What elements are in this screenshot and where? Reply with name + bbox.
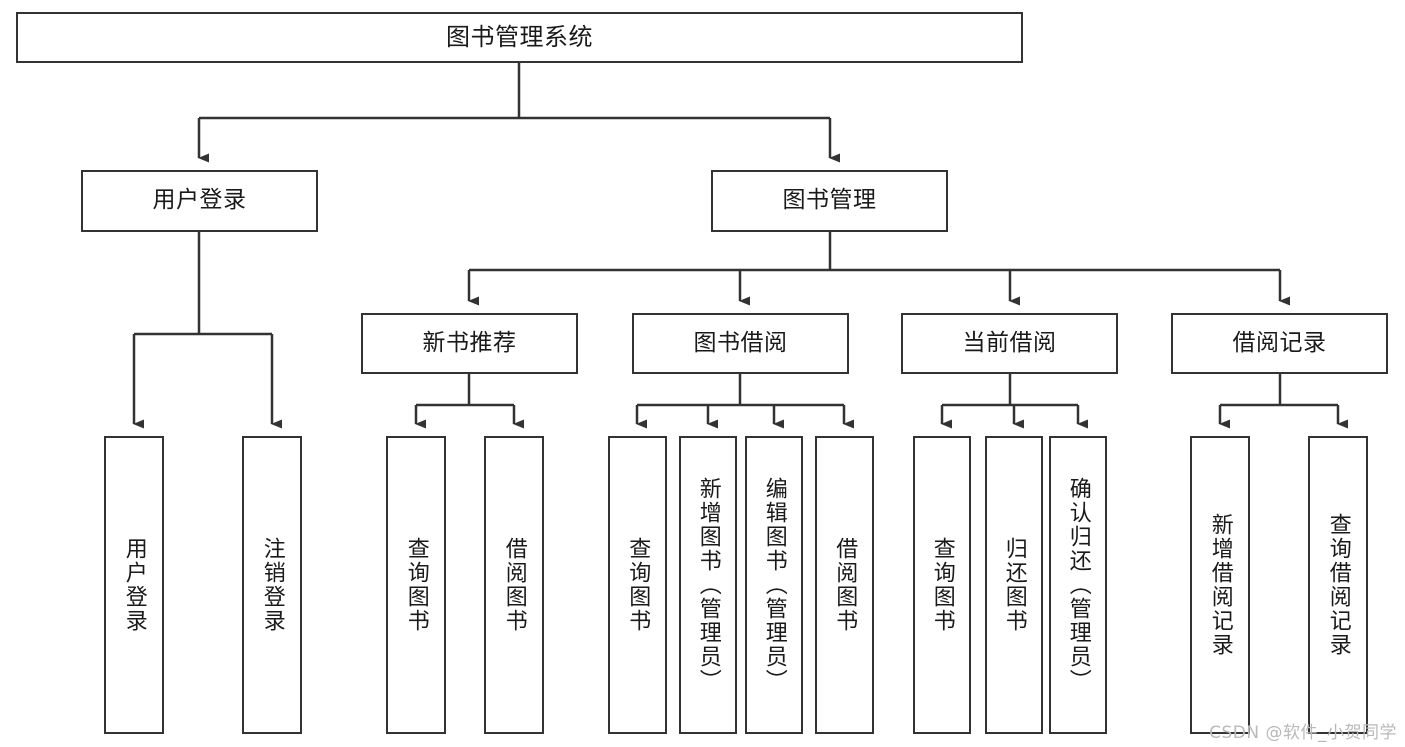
node-leaf-borrow-book-label: 借阅图书 — [832, 537, 858, 633]
node-leaf-edit-book-label: 编辑图书（管理员） — [761, 477, 787, 693]
node-book-manage[interactable]: 图书管理 — [711, 170, 948, 232]
node-user-login[interactable]: 用户登录 — [81, 170, 318, 232]
node-leaf-borrow-book-recommend-label: 借阅图书 — [501, 537, 527, 633]
node-root-label: 图书管理系统 — [446, 23, 593, 52]
node-leaf-confirm-return-label: 确认归还（管理员） — [1065, 477, 1091, 693]
node-leaf-user-login-label: 用户登录 — [121, 537, 147, 633]
node-leaf-return-book[interactable]: 归还图书 — [985, 436, 1043, 734]
node-leaf-add-borrow-record[interactable]: 新增借阅记录 — [1190, 436, 1250, 734]
node-current-borrow-label: 当前借阅 — [962, 329, 1057, 356]
node-leaf-query-book-borrow[interactable]: 查询图书 — [608, 436, 667, 734]
node-leaf-add-borrow-record-label: 新增借阅记录 — [1207, 513, 1233, 657]
node-current-borrow[interactable]: 当前借阅 — [901, 313, 1118, 374]
node-leaf-borrow-book[interactable]: 借阅图书 — [815, 436, 874, 734]
csdn-watermark: CSDN @软件_小贺同学 — [1209, 723, 1397, 743]
node-leaf-logout[interactable]: 注销登录 — [242, 436, 302, 734]
node-leaf-query-book-recommend-label: 查询图书 — [403, 537, 429, 633]
node-leaf-logout-label: 注销登录 — [259, 537, 285, 633]
node-leaf-confirm-return[interactable]: 确认归还（管理员） — [1049, 436, 1107, 734]
node-borrow-record[interactable]: 借阅记录 — [1171, 313, 1388, 374]
node-new-book-recommend-label: 新书推荐 — [422, 329, 517, 356]
node-root[interactable]: 图书管理系统 — [16, 12, 1023, 63]
node-leaf-query-book-borrow-label: 查询图书 — [625, 537, 651, 633]
node-leaf-add-book-label: 新增图书（管理员） — [695, 477, 721, 693]
node-leaf-query-book-recommend[interactable]: 查询图书 — [386, 436, 446, 734]
node-book-borrow-label: 图书借阅 — [693, 329, 788, 356]
node-leaf-return-book-label: 归还图书 — [1001, 537, 1027, 633]
node-leaf-query-borrow-record-label: 查询借阅记录 — [1325, 513, 1351, 657]
node-borrow-record-label: 借阅记录 — [1232, 329, 1327, 356]
node-leaf-user-login[interactable]: 用户登录 — [104, 436, 164, 734]
node-book-manage-label: 图书管理 — [782, 187, 877, 214]
node-new-book-recommend[interactable]: 新书推荐 — [361, 313, 578, 374]
node-user-login-label: 用户登录 — [152, 187, 247, 214]
node-leaf-query-borrow-record[interactable]: 查询借阅记录 — [1308, 436, 1368, 734]
node-leaf-add-book[interactable]: 新增图书（管理员） — [679, 436, 737, 734]
node-leaf-edit-book[interactable]: 编辑图书（管理员） — [745, 436, 803, 734]
node-leaf-query-book-current-label: 查询图书 — [929, 537, 955, 633]
node-leaf-query-book-current[interactable]: 查询图书 — [913, 436, 971, 734]
node-book-borrow[interactable]: 图书借阅 — [632, 313, 849, 374]
node-leaf-borrow-book-recommend[interactable]: 借阅图书 — [484, 436, 544, 734]
